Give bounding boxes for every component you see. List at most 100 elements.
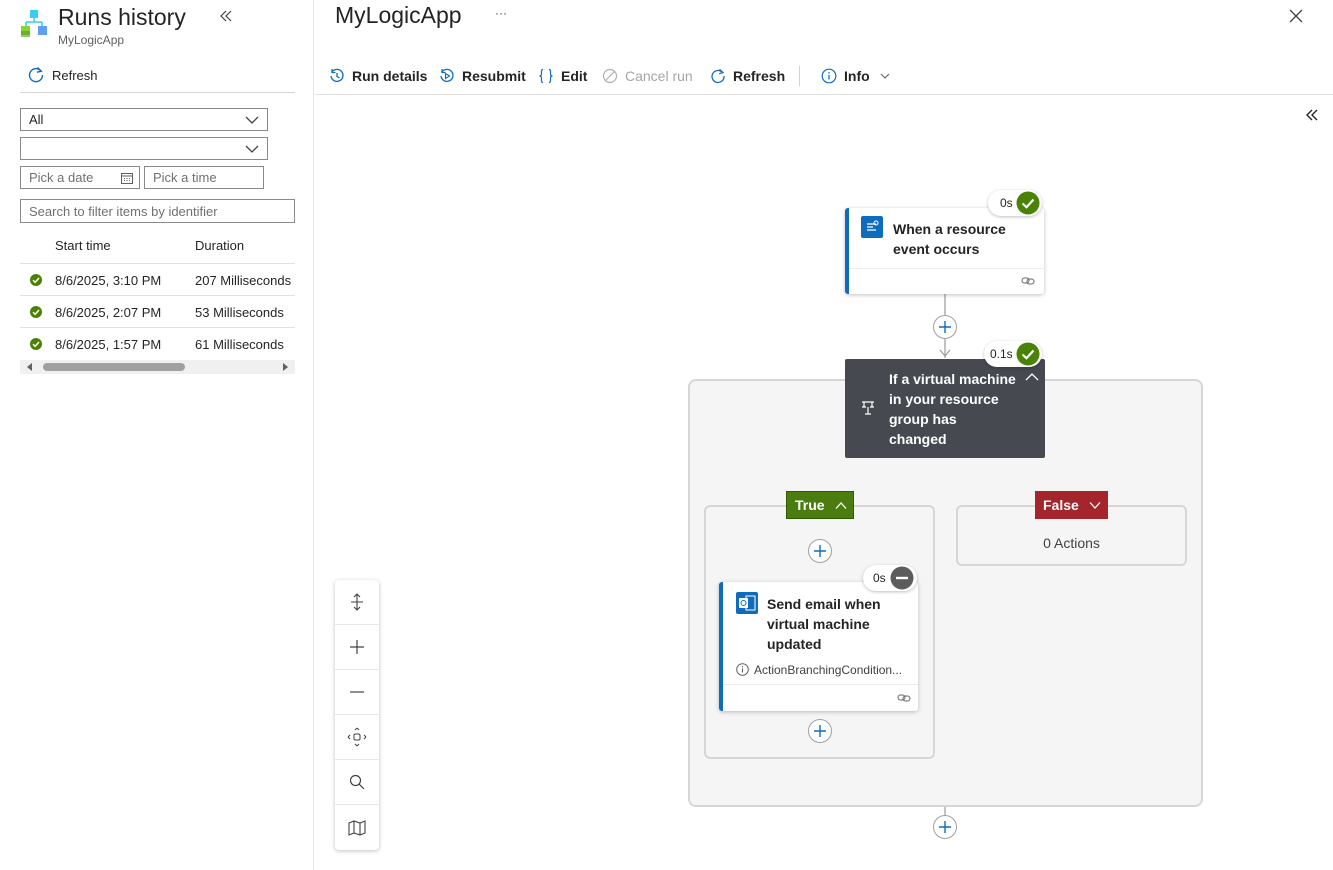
true-branch-label: True bbox=[795, 497, 825, 513]
fit-view-button[interactable] bbox=[335, 715, 379, 760]
close-button[interactable] bbox=[1289, 9, 1303, 23]
panel-title: Runs history bbox=[58, 4, 186, 30]
status-filter-value: All bbox=[29, 112, 44, 127]
zoom-out-button[interactable] bbox=[335, 670, 379, 715]
minimap-button[interactable] bbox=[335, 805, 379, 850]
calendar-icon bbox=[121, 173, 133, 184]
search-placeholder: Search to filter items by identifier bbox=[29, 203, 218, 219]
false-branch-tag[interactable]: False bbox=[1035, 491, 1108, 519]
panel-subtitle: MyLogicApp bbox=[58, 33, 125, 47]
chevron-up-icon[interactable] bbox=[1025, 372, 1039, 382]
action-title-line2: virtual machine bbox=[767, 616, 870, 632]
divider bbox=[20, 92, 295, 93]
run-duration: 207 Milliseconds bbox=[195, 273, 292, 288]
run-start-time: 8/6/2025, 1:57 PM bbox=[55, 337, 162, 352]
collapse-panel-button[interactable] bbox=[218, 8, 234, 24]
info-button[interactable]: Info bbox=[821, 66, 890, 86]
trigger-title-line2: event occurs bbox=[893, 241, 980, 257]
run-duration: 61 Milliseconds bbox=[195, 337, 284, 352]
add-step-button[interactable] bbox=[808, 539, 832, 563]
runs-history-panel: Runs history MyLogicApp Refresh All Pick… bbox=[0, 0, 314, 870]
condition-title-line4: changed bbox=[889, 431, 947, 447]
logic-app-icon bbox=[19, 9, 49, 39]
refresh-label: Refresh bbox=[733, 68, 786, 84]
add-step-button[interactable] bbox=[808, 719, 832, 743]
column-header-duration[interactable]: Duration bbox=[195, 238, 245, 253]
condition-duration: 0.1s bbox=[990, 347, 1013, 361]
trigger-duration: 0s bbox=[1000, 196, 1013, 210]
condition-icon bbox=[862, 401, 874, 415]
condition-title-line3: group has bbox=[889, 411, 957, 427]
date-picker[interactable]: Pick a date bbox=[20, 166, 140, 189]
time-placeholder: Pick a time bbox=[153, 170, 217, 185]
scroll-left-arrow-icon[interactable] bbox=[26, 363, 34, 371]
link-icon bbox=[1021, 277, 1035, 285]
zoom-in-button[interactable] bbox=[335, 625, 379, 670]
outlook-icon bbox=[736, 592, 758, 614]
plus-icon bbox=[939, 821, 951, 833]
resubmit-button[interactable]: Resubmit bbox=[439, 66, 526, 86]
scrollbar-thumb[interactable] bbox=[43, 363, 185, 371]
false-branch-empty-text: 0 Actions bbox=[1043, 535, 1100, 551]
toolbar-divider bbox=[315, 94, 1333, 95]
scroll-right-arrow-icon[interactable] bbox=[281, 363, 289, 371]
add-step-button[interactable] bbox=[933, 315, 957, 339]
table-row[interactable]: 8/6/2025, 1:57 PM 61 Milliseconds bbox=[20, 328, 295, 360]
plus-icon bbox=[350, 640, 364, 654]
condition-title-line2: in your resource bbox=[889, 391, 999, 407]
trigger-card[interactable]: When a resource event occurs bbox=[845, 208, 1044, 294]
refresh-runs-button[interactable]: Refresh bbox=[27, 66, 98, 84]
table-row[interactable]: 8/6/2025, 3:10 PM 207 Milliseconds bbox=[20, 264, 295, 296]
trigger-status-badge: 0s bbox=[988, 190, 1042, 216]
trigger-title-line1: When a resource bbox=[893, 221, 1006, 237]
run-duration: 53 Milliseconds bbox=[195, 305, 284, 320]
collapse-side-panel-button[interactable] bbox=[1305, 108, 1319, 122]
send-email-action-card[interactable]: Send email when virtual machine updated … bbox=[719, 582, 918, 711]
secondary-filter-dropdown[interactable] bbox=[20, 137, 268, 160]
action-info-text: ActionBranchingCondition... bbox=[754, 663, 903, 677]
refresh-label: Refresh bbox=[52, 67, 98, 83]
chevron-down-icon bbox=[880, 73, 890, 79]
date-placeholder: Pick a date bbox=[29, 170, 94, 185]
designer-panel: MyLogicApp ··· Run details Resubmit Edit… bbox=[315, 0, 1333, 870]
action-title-line1: Send email when bbox=[767, 596, 881, 612]
run-details-button[interactable]: Run details bbox=[329, 66, 427, 86]
map-icon bbox=[348, 819, 366, 836]
refresh-button[interactable]: Refresh bbox=[710, 66, 785, 86]
action-status-badge: 0s bbox=[863, 565, 917, 591]
cancel-icon bbox=[602, 68, 618, 84]
false-branch-label: False bbox=[1043, 497, 1079, 513]
fit-vertical-button[interactable] bbox=[335, 580, 379, 625]
column-header-start-time[interactable]: Start time bbox=[55, 238, 111, 253]
condition-status-badge: 0.1s bbox=[984, 341, 1042, 367]
true-branch-tag[interactable]: True bbox=[786, 491, 854, 519]
action-title-line3: updated bbox=[767, 636, 822, 652]
divider bbox=[20, 263, 295, 264]
skipped-icon bbox=[890, 566, 914, 590]
fit-view-icon bbox=[347, 727, 367, 747]
edit-button[interactable]: Edit bbox=[538, 66, 587, 86]
history-icon bbox=[330, 68, 344, 82]
info-icon bbox=[821, 68, 837, 84]
designer-canvas[interactable] bbox=[315, 95, 1333, 870]
chevron-up-icon bbox=[835, 502, 847, 509]
cancel-run-button[interactable]: Cancel run bbox=[602, 66, 693, 86]
status-filter-dropdown[interactable]: All bbox=[20, 108, 268, 131]
condition-card[interactable]: If a virtual machine in your resource gr… bbox=[845, 359, 1045, 458]
minus-icon bbox=[350, 691, 364, 693]
resubmit-label: Resubmit bbox=[462, 68, 526, 84]
condition-title-line1: If a virtual machine bbox=[889, 371, 1016, 387]
success-check-icon bbox=[1016, 191, 1040, 215]
chevron-down-icon bbox=[1089, 502, 1101, 509]
add-step-button[interactable] bbox=[933, 815, 957, 839]
table-row[interactable]: 8/6/2025, 2:07 PM 53 Milliseconds bbox=[20, 296, 295, 328]
toolbar-separator bbox=[799, 66, 800, 86]
time-picker[interactable]: Pick a time bbox=[144, 166, 264, 189]
search-input[interactable]: Search to filter items by identifier bbox=[20, 199, 295, 223]
more-options-button[interactable]: ··· bbox=[495, 6, 507, 20]
double-chevron-left-icon bbox=[1306, 109, 1318, 121]
success-check-icon bbox=[30, 338, 42, 350]
search-button[interactable] bbox=[335, 760, 379, 805]
horizontal-scrollbar[interactable] bbox=[20, 360, 295, 374]
double-chevron-left-icon bbox=[220, 10, 232, 22]
